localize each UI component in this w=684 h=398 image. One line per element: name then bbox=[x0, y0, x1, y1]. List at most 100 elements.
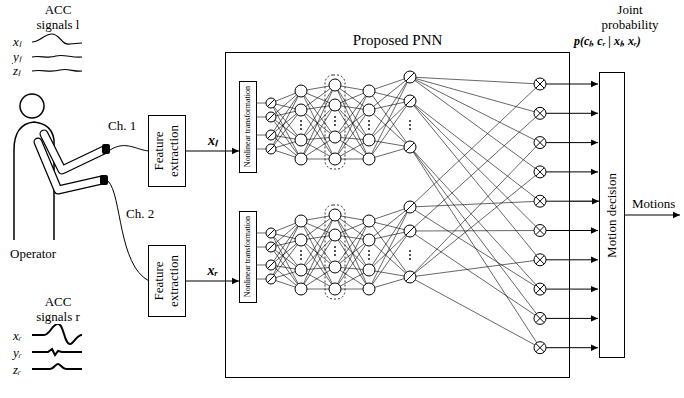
weight-link bbox=[335, 215, 369, 289]
channel-label: Ch. 2 bbox=[126, 206, 154, 221]
input-link bbox=[257, 117, 266, 118]
network-unit bbox=[404, 201, 416, 213]
ellipsis-dot bbox=[300, 250, 302, 252]
unit-slash bbox=[268, 230, 275, 237]
product-cross bbox=[536, 285, 544, 293]
weight-link bbox=[301, 85, 335, 159]
ellipsis-dot bbox=[409, 250, 411, 252]
network-unit bbox=[295, 283, 307, 295]
product-cross bbox=[536, 168, 544, 176]
input-link bbox=[257, 279, 266, 280]
product-link bbox=[410, 230, 540, 232]
product-output bbox=[546, 171, 598, 172]
ellipsis-dot bbox=[300, 128, 302, 130]
axis-label: zᵣ bbox=[13, 362, 21, 377]
ellipsis-dot bbox=[334, 120, 336, 122]
product-output bbox=[546, 347, 598, 348]
ellipsis-dot bbox=[334, 116, 336, 118]
network-unit bbox=[295, 264, 307, 276]
unit-slash bbox=[406, 97, 414, 105]
product-unit bbox=[534, 312, 546, 324]
signal-label: xᵣ bbox=[206, 263, 218, 278]
weight-link bbox=[369, 77, 410, 110]
product-cross bbox=[536, 344, 544, 352]
network-unit bbox=[329, 283, 341, 295]
network-unit bbox=[329, 153, 341, 165]
product-unit bbox=[534, 225, 546, 237]
unit-slash bbox=[268, 100, 275, 107]
input-link bbox=[257, 233, 266, 234]
network-unit bbox=[295, 134, 307, 146]
network-unit bbox=[363, 234, 375, 246]
weight-link bbox=[369, 101, 410, 140]
network-unit bbox=[295, 215, 307, 227]
network-unit bbox=[266, 98, 276, 108]
product-cross bbox=[536, 226, 544, 234]
hidden-layer-outline bbox=[325, 205, 345, 299]
axis-label: zₗ bbox=[13, 63, 20, 78]
product-output bbox=[546, 201, 570, 202]
product-link bbox=[410, 201, 540, 207]
box-label: Nonlinear transformation bbox=[243, 86, 252, 167]
weight-link bbox=[335, 85, 369, 159]
box-label: Feature extraction bbox=[152, 250, 182, 312]
output-arrow bbox=[625, 214, 680, 215]
connector bbox=[186, 150, 239, 151]
network-unit bbox=[266, 242, 276, 252]
product-link bbox=[410, 84, 540, 207]
channel-label: Ch. 1 bbox=[108, 118, 136, 133]
acc-waveforms-right bbox=[32, 324, 82, 369]
product-cross bbox=[536, 226, 544, 234]
ellipsis-dot bbox=[368, 250, 370, 252]
product-link bbox=[410, 113, 540, 231]
input-link bbox=[257, 247, 266, 248]
unit-slash bbox=[406, 273, 414, 281]
network-links bbox=[257, 77, 598, 348]
feature-extraction-box: Feature extraction bbox=[148, 115, 186, 187]
hidden-layer-outline bbox=[325, 75, 345, 169]
product-unit bbox=[534, 283, 546, 295]
product-unit bbox=[534, 195, 546, 207]
network-unit bbox=[404, 225, 416, 237]
network-unit bbox=[266, 274, 276, 284]
weight-link bbox=[335, 110, 369, 137]
ellipsis-dot bbox=[368, 254, 370, 256]
product-link bbox=[410, 101, 540, 231]
product-cross bbox=[536, 197, 544, 205]
unit-slash bbox=[268, 244, 275, 251]
input-link bbox=[257, 103, 266, 104]
network-unit bbox=[404, 95, 416, 107]
product-link bbox=[410, 260, 540, 277]
box-label: Motion decision bbox=[605, 173, 620, 258]
unit-slash bbox=[406, 73, 414, 81]
product-link bbox=[410, 172, 540, 277]
product-link bbox=[410, 147, 540, 289]
product-cross bbox=[536, 344, 544, 352]
network-unit bbox=[329, 99, 341, 111]
product-output bbox=[546, 259, 598, 260]
product-link bbox=[410, 77, 540, 143]
weight-link bbox=[301, 215, 335, 289]
motion-decision-box: Motion decision bbox=[599, 72, 625, 358]
ellipsis-dot bbox=[368, 120, 370, 122]
neural-network bbox=[257, 71, 598, 354]
product-link bbox=[410, 101, 540, 260]
network-unit bbox=[363, 264, 375, 276]
output-label: Joint probability bbox=[588, 2, 672, 32]
weight-link bbox=[301, 240, 335, 267]
product-cross bbox=[536, 197, 544, 205]
unit-slash bbox=[268, 132, 275, 139]
network-unit bbox=[404, 71, 416, 83]
product-cross bbox=[536, 80, 544, 88]
network-unit bbox=[363, 104, 375, 116]
unit-slash bbox=[268, 262, 275, 269]
network-unit bbox=[266, 228, 276, 238]
network-unit bbox=[363, 85, 375, 97]
network-unit bbox=[295, 234, 307, 246]
network-unit bbox=[329, 209, 341, 221]
ellipsis-dot bbox=[334, 250, 336, 252]
network-unit bbox=[363, 134, 375, 146]
product-link bbox=[410, 277, 540, 348]
product-link bbox=[410, 101, 540, 201]
